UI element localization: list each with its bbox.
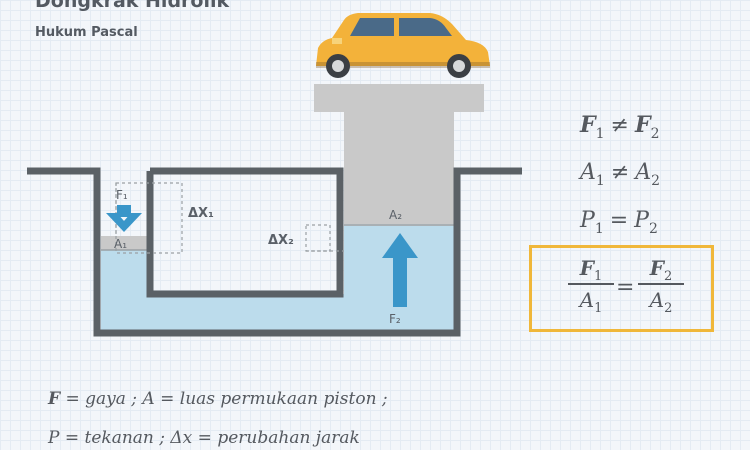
- fraction-f1-over-a1: F1 A1: [568, 256, 614, 316]
- large-piston-column: [344, 110, 454, 225]
- pascal-law-formula-box: [529, 245, 714, 332]
- label-dx2: ΔX₂: [268, 233, 294, 248]
- page-title: Dongkrak Hidrolik: [35, 0, 230, 12]
- label-a1: A₁: [114, 237, 127, 251]
- fraction-f2-over-a2: F2 A2: [638, 256, 684, 316]
- small-piston: [101, 236, 147, 250]
- formula-area-inequality: A1≠A2: [580, 160, 661, 189]
- label-a2: A₂: [389, 208, 402, 222]
- formula-force-inequality: F1≠F2: [580, 112, 660, 142]
- equals-sign: =: [616, 275, 635, 300]
- legend-line-1: F = gaya ; A = luas permukaan piston ;: [48, 389, 388, 409]
- label-f2: F₂: [389, 312, 401, 326]
- page-subtitle: Hukum Pascal: [35, 25, 138, 40]
- large-piston-platform: [314, 84, 484, 112]
- label-f1: F₁: [116, 188, 128, 202]
- force-f2-arrow: [382, 233, 418, 307]
- legend-line-2: P = tekanan ; Δx = perubahan jarak: [48, 428, 360, 448]
- force-f1-arrow: [106, 205, 142, 232]
- car-illustration: [316, 13, 490, 78]
- label-dx1: ΔX₁: [188, 206, 214, 221]
- formula-pressure-equality: P1=P2: [580, 208, 658, 237]
